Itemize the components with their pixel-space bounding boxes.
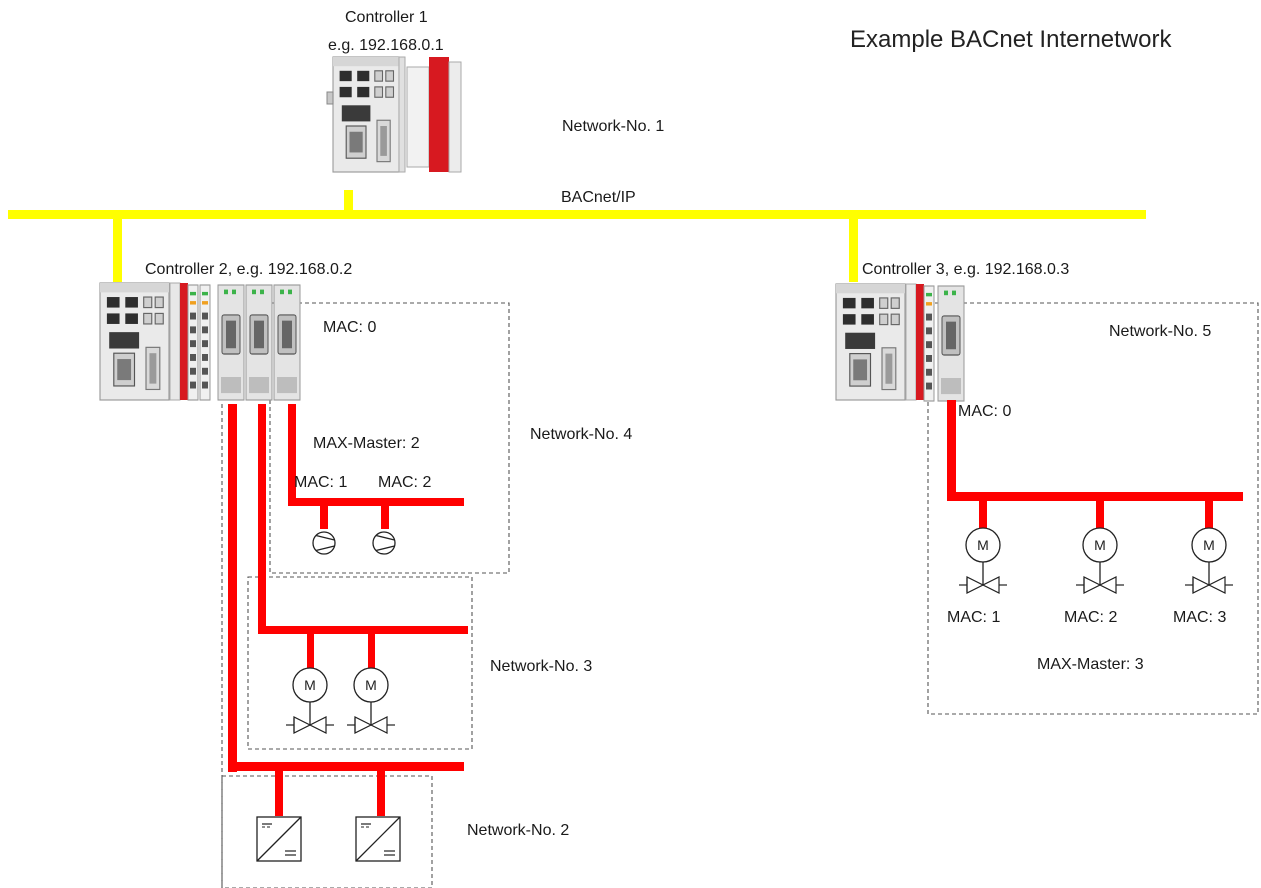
motor-letter: M bbox=[977, 537, 989, 553]
network-4-max-master: MAX-Master: 2 bbox=[313, 435, 420, 452]
network-4-mac-2: MAC: 2 bbox=[378, 474, 432, 491]
network-5-mac-1: MAC: 1 bbox=[947, 609, 1001, 626]
motor-letter: M bbox=[1094, 537, 1106, 553]
motor-letter: M bbox=[304, 677, 316, 693]
bacnet-ip-backbone bbox=[8, 190, 1146, 282]
network-3-boundary bbox=[247, 576, 473, 750]
network-5-mac-2: MAC: 2 bbox=[1064, 609, 1118, 626]
controller-2-label: Controller 2, e.g. 192.168.0.2 bbox=[145, 261, 353, 278]
network-5-boundary bbox=[927, 302, 1259, 715]
controller-2-device bbox=[99, 282, 301, 401]
controller-1-name: Controller 1 bbox=[345, 9, 428, 26]
network-3-label: Network-No. 3 bbox=[490, 658, 593, 675]
pump-icon bbox=[372, 531, 396, 555]
network-5-controller-mac: MAC: 0 bbox=[958, 403, 1012, 420]
network-4-mac-1: MAC: 1 bbox=[294, 474, 348, 491]
network-2-label: Network-No. 2 bbox=[467, 822, 570, 839]
controller-2-mac: MAC: 0 bbox=[323, 319, 377, 336]
pump-icon bbox=[312, 531, 336, 555]
network-4-label: Network-No. 4 bbox=[530, 426, 633, 443]
network-boundaries bbox=[221, 302, 1259, 888]
motor-letter: M bbox=[365, 677, 377, 693]
network-5-mac-3: MAC: 3 bbox=[1173, 609, 1227, 626]
network-1-label: Network-No. 1 bbox=[562, 118, 665, 135]
converter-icon bbox=[256, 816, 302, 862]
network-5-label: Network-No. 5 bbox=[1109, 323, 1212, 340]
converter-icon bbox=[355, 816, 401, 862]
controller-3-device bbox=[835, 283, 965, 402]
motor-letter: M bbox=[1203, 537, 1215, 553]
controller-1-device bbox=[326, 56, 462, 173]
controller-1-ip: e.g. 192.168.0.1 bbox=[328, 37, 444, 54]
controller-3-label: Controller 3, e.g. 192.168.0.3 bbox=[862, 261, 1070, 278]
diagram-title: Example BACnet Internetwork bbox=[850, 26, 1172, 53]
backbone-label: BACnet/IP bbox=[561, 189, 636, 206]
network-4-boundary bbox=[269, 302, 510, 574]
network-5-max-master: MAX-Master: 3 bbox=[1037, 656, 1144, 673]
fieldbus-lines bbox=[228, 400, 1243, 816]
